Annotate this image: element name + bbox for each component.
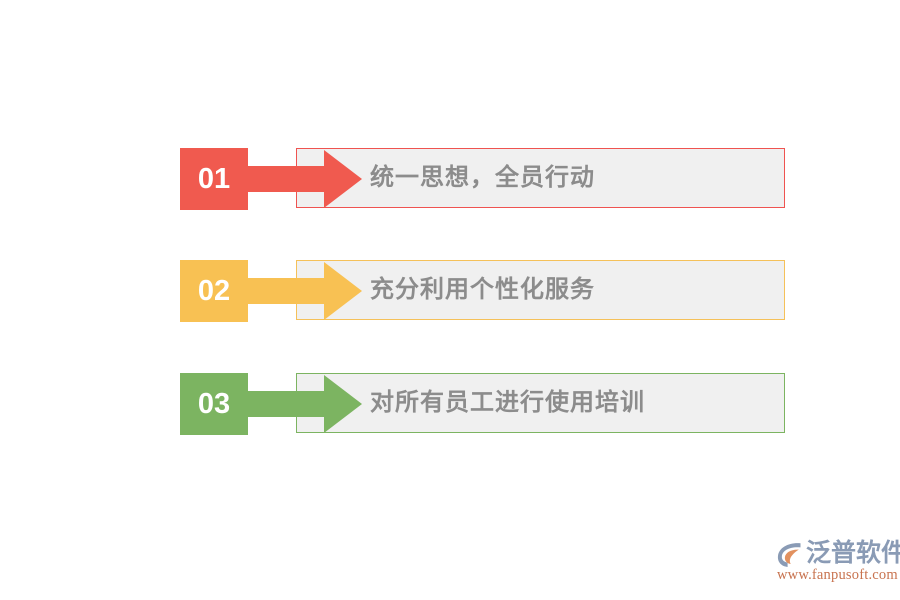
- brand-name: 泛普软件: [806, 539, 900, 567]
- step-number-2: 02: [197, 275, 231, 307]
- step-label-1: 统一思想，全员行动: [370, 164, 595, 191]
- step-label-2: 充分利用个性化服务: [370, 276, 595, 303]
- step-number-block-2: 02: [180, 260, 248, 322]
- step-label-3: 对所有员工进行使用培训: [370, 389, 645, 416]
- arrow-shaft-1: [242, 166, 328, 192]
- step-row-1[interactable]: 统一思想，全员行动 01: [180, 148, 787, 210]
- brand-logo: 泛普软件 www.fanpusoft.com: [776, 538, 900, 588]
- arrow-head-icon-3: [324, 375, 362, 433]
- step-row-3[interactable]: 对所有员工进行使用培训 03: [180, 373, 787, 435]
- step-number-1: 01: [197, 163, 231, 195]
- step-number-3: 03: [197, 388, 231, 420]
- arrow-head-icon-1: [324, 150, 362, 208]
- arrow-shaft-2: [242, 278, 328, 304]
- step-number-block-3: 03: [180, 373, 248, 435]
- step-panel-2: 充分利用个性化服务: [296, 260, 785, 320]
- step-number-block-1: 01: [180, 148, 248, 210]
- arrow-head-icon-2: [324, 262, 362, 320]
- step-panel-1: 统一思想，全员行动: [296, 148, 785, 208]
- brand-url: www.fanpusoft.com: [777, 567, 898, 583]
- step-row-2[interactable]: 充分利用个性化服务 02: [180, 260, 787, 322]
- arrow-shaft-3: [242, 391, 328, 417]
- step-panel-3: 对所有员工进行使用培训: [296, 373, 785, 433]
- fanpu-logo-icon: [777, 543, 801, 567]
